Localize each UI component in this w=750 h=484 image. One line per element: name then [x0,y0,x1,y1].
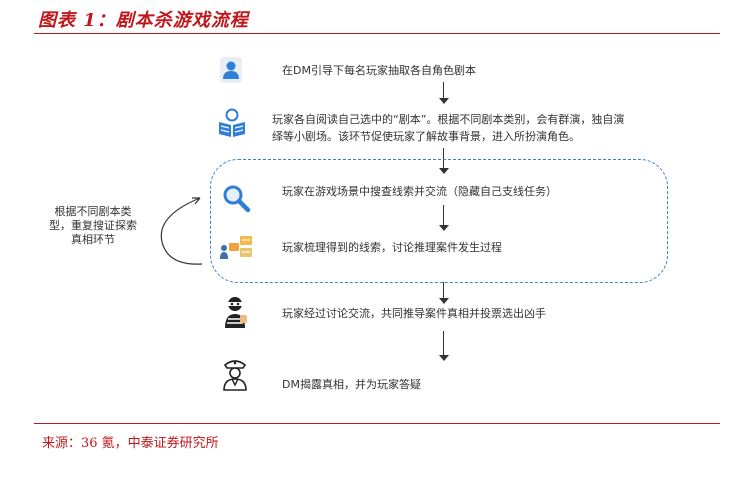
loop-note: 根据不同剧本类型，重复搜证探索真相环节 [49,205,137,246]
police-officer-icon [221,357,249,395]
step-1-text: 在DM引导下每名玩家抽取各自角色剧本 [282,64,476,77]
step-5-text: 玩家经过讨论交流，共同推导案件真相并投票选出凶手 [282,307,546,320]
flow-arrow-1 [439,82,449,104]
masked-thief-icon [222,295,248,333]
person-icon [220,57,242,87]
top-divider [34,33,720,34]
bottom-divider [34,423,720,424]
magnifier-icon [221,183,251,217]
flow-arrow-5 [439,331,449,361]
step-2-text-line-2: 绎等小剧场。该环节促使玩家了解故事背景，进入所扮演角色。 [272,130,580,143]
loop-arrow [142,190,212,274]
figure-title: 图表 1：剧本杀游戏流程 [38,10,249,31]
search-phase-group [210,159,668,283]
step-6-text: DM揭露真相，并为玩家答疑 [282,378,421,391]
step-3-text: 玩家在游戏场景中搜查线索并交流（隐藏自己支线任务） [282,185,557,198]
reading-icon [216,107,248,143]
clue-cards-icon [218,233,254,265]
flow-arrow-3 [439,205,449,231]
flow-arrow-2 [439,148,449,174]
flow-arrow-4 [439,282,449,304]
step-2-text-line-1: 玩家各自阅读自己选中的“剧本”。根据不同剧本类别，会有群演，独自演 [272,113,625,126]
source-note: 来源：36 氪，中泰证券研究所 [42,436,219,451]
step-4-text: 玩家梳理得到的线索，讨论推理案件发生过程 [282,241,502,254]
